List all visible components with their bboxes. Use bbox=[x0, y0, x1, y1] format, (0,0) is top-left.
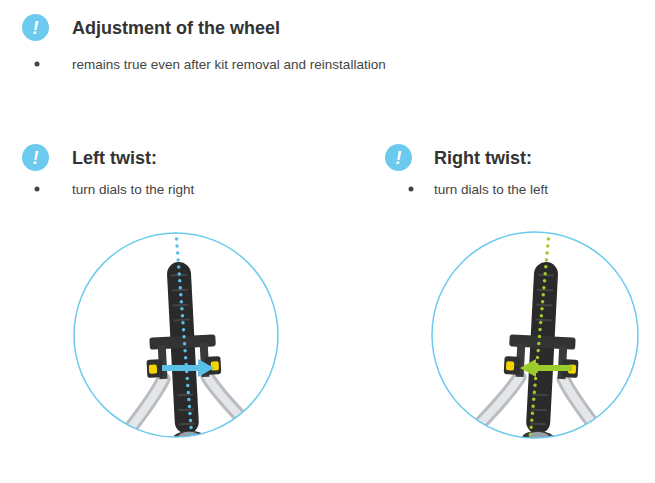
info-icon: ! bbox=[22, 14, 49, 41]
info-icon: ! bbox=[385, 144, 412, 171]
icon-mark: ! bbox=[396, 149, 402, 167]
icon-mark: ! bbox=[33, 149, 39, 167]
left-wheel-illustration bbox=[105, 232, 262, 449]
section-heading: Left twist: bbox=[72, 148, 157, 169]
bullet bbox=[35, 187, 40, 192]
detail-circle bbox=[432, 232, 638, 438]
section-heading: Adjustment of the wheel bbox=[72, 18, 280, 39]
note-text: turn dials to the left bbox=[434, 182, 548, 197]
info-icon: ! bbox=[22, 144, 49, 171]
icon-mark: ! bbox=[33, 19, 39, 37]
bullet bbox=[35, 62, 40, 67]
note-text: turn dials to the right bbox=[72, 182, 194, 197]
detail-circle bbox=[74, 233, 278, 437]
section-heading: Right twist: bbox=[434, 148, 532, 169]
note-text: remains true even after kit removal and … bbox=[72, 57, 386, 72]
bullet bbox=[409, 187, 414, 192]
